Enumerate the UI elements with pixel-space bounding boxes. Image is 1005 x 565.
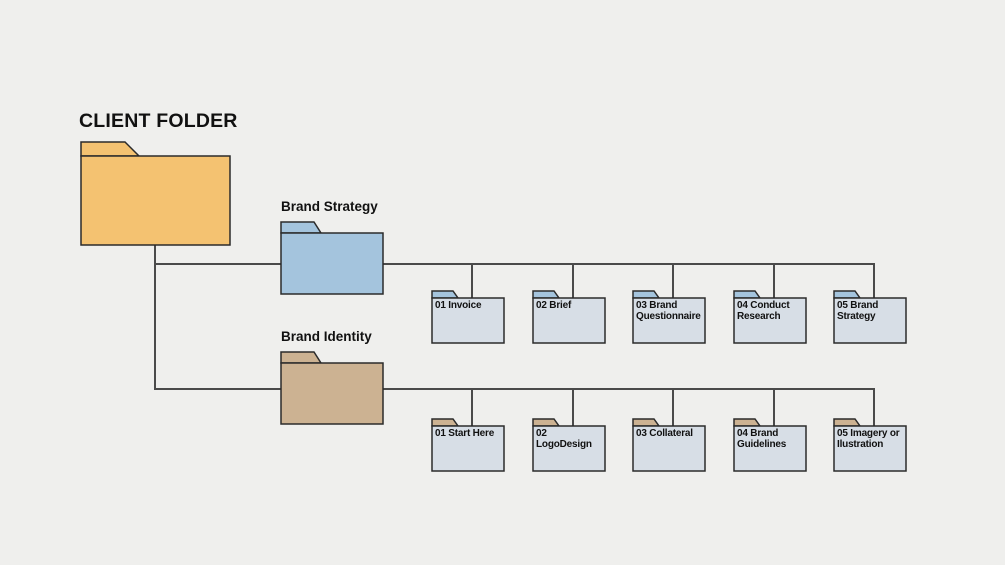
- subfolder-icon: [632, 418, 706, 472]
- subfolder-label: 03 Collateral: [636, 428, 693, 439]
- subfolder-label: 05 Imagery or Ilustration: [837, 428, 900, 450]
- diagram-title: CLIENT FOLDER: [79, 110, 238, 132]
- subfolder-01-invoice: 01 Invoice: [431, 290, 506, 344]
- subfolder-03-collateral: 03 Collateral: [632, 418, 707, 472]
- subfolder-02-brief: 02 Brief: [532, 290, 607, 344]
- brand-identity-folder-icon: [280, 351, 384, 425]
- subfolder-03-brand-questionnaire: 03 Brand Questionnaire: [632, 290, 707, 344]
- brand-strategy-folder-icon: [280, 221, 384, 295]
- subfolder-label: 01 Invoice: [435, 300, 482, 311]
- subfolder-icon: [431, 290, 505, 344]
- brand-identity-folder: [280, 351, 385, 425]
- subfolder-label: 02 Brief: [536, 300, 572, 311]
- subfolder-icon: [632, 290, 706, 344]
- subfolder-icon: [733, 418, 807, 472]
- subfolder-02-logodesign: 02 LogoDesign: [532, 418, 607, 472]
- subfolder-icon: [532, 418, 606, 472]
- subfolder-label: 02 LogoDesign: [536, 428, 592, 450]
- subfolder-04-brand-guidelines: 04 Brand Guidelines: [733, 418, 808, 472]
- subfolder-label: 04 Brand Guidelines: [737, 428, 787, 450]
- subfolder-icon: [833, 418, 907, 472]
- subfolder-label: 04 Conduct Research: [737, 300, 790, 322]
- subfolder-label: 03 Brand Questionnaire: [636, 300, 701, 322]
- subfolder-01-start-here: 01 Start Here: [431, 418, 506, 472]
- brand-strategy-folder: [280, 221, 385, 295]
- branch-label-brand-identity: Brand Identity: [281, 329, 372, 344]
- subfolder-04-conduct-research: 04 Conduct Research: [733, 290, 808, 344]
- subfolder-label: 05 Brand Strategy: [837, 300, 879, 322]
- subfolder-05-imagery-or-ilustration: 05 Imagery or Ilustration: [833, 418, 908, 472]
- subfolder-label: 01 Start Here: [435, 428, 495, 439]
- subfolder-icon: [532, 290, 606, 344]
- client-folder: [80, 141, 232, 247]
- branch-label-brand-strategy: Brand Strategy: [281, 199, 378, 214]
- client-folder-icon: [80, 141, 231, 246]
- subfolder-icon: [431, 418, 505, 472]
- subfolder-05-brand-strategy: 05 Brand Strategy: [833, 290, 908, 344]
- subfolder-icon: [733, 290, 807, 344]
- subfolder-icon: [833, 290, 907, 344]
